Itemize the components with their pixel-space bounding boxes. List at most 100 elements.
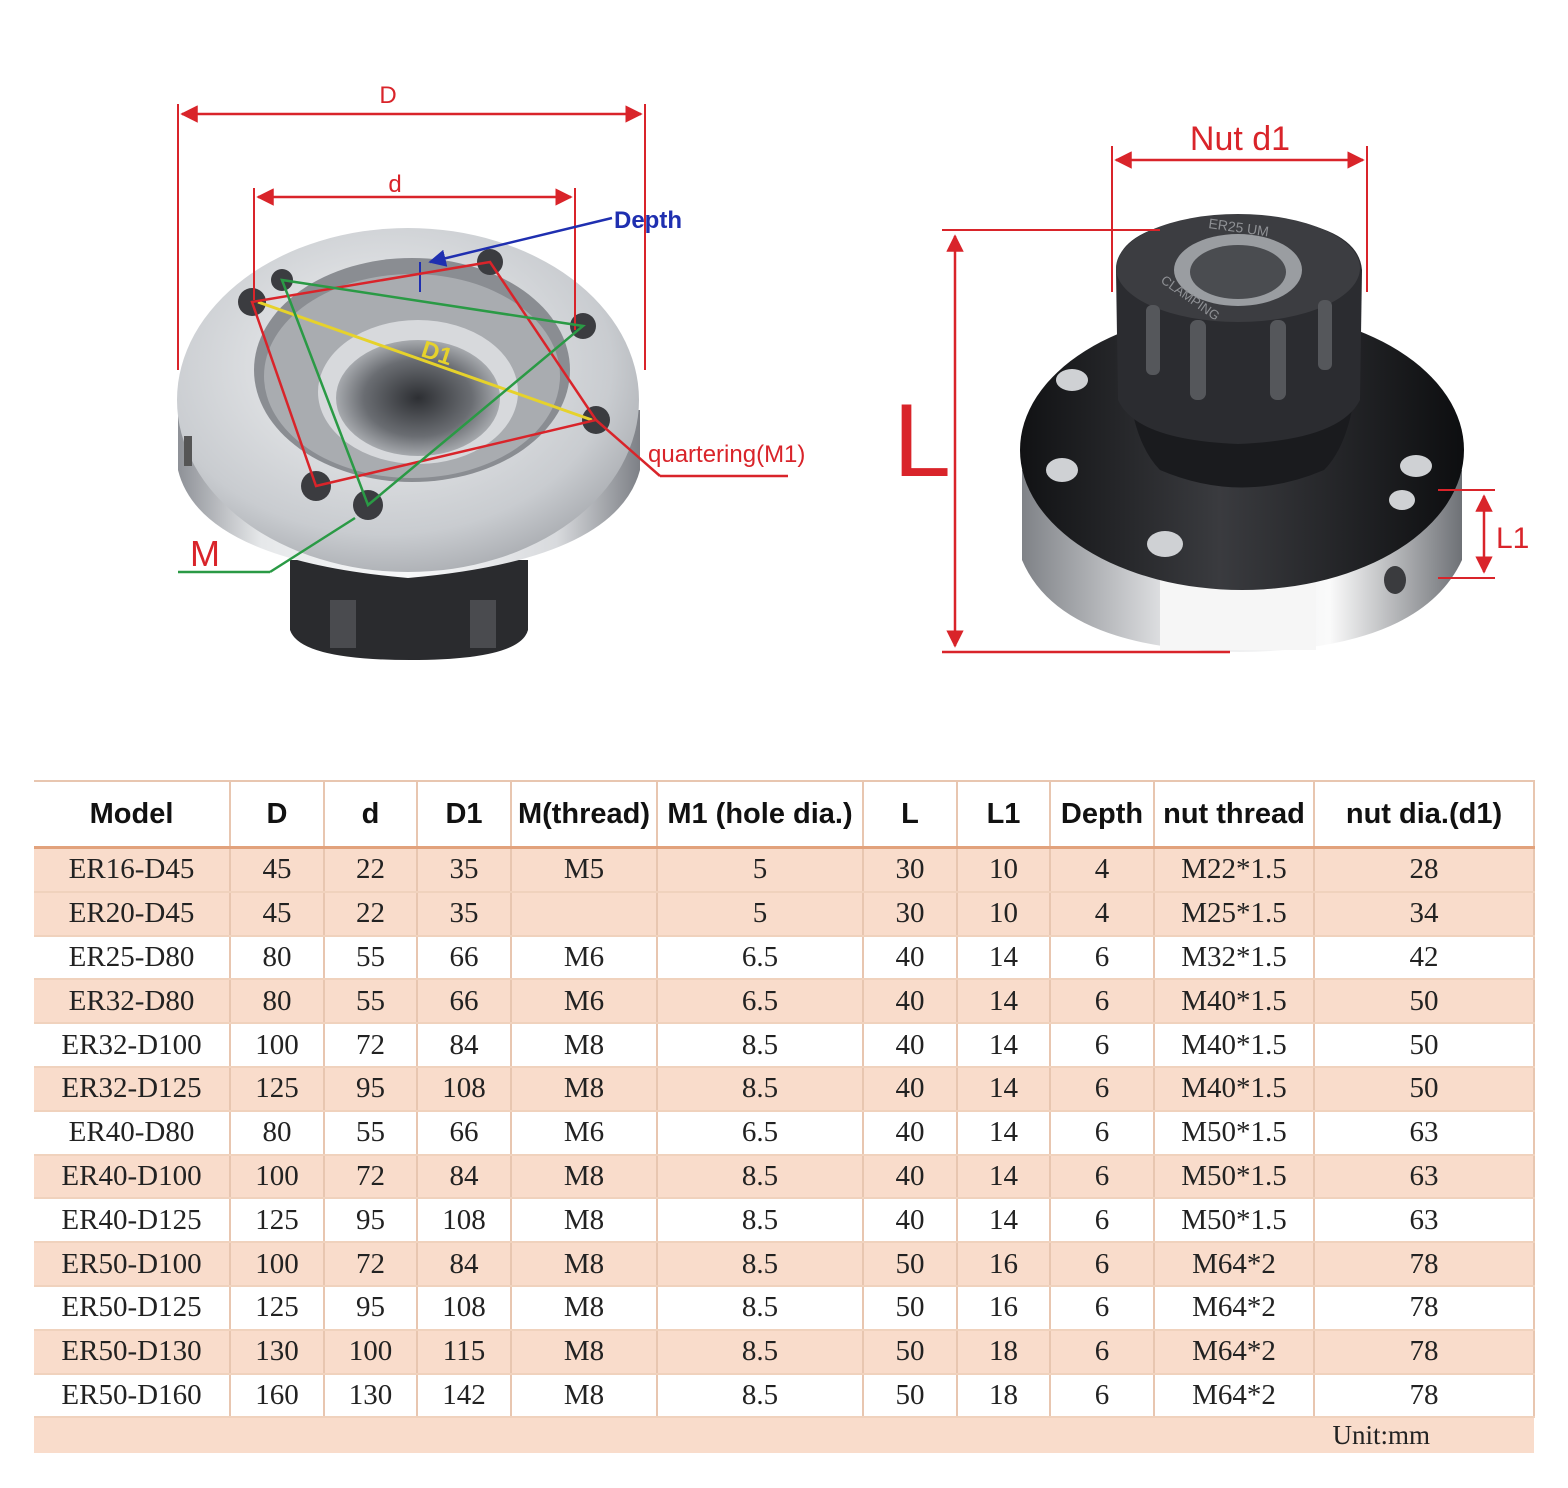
label-L: L <box>893 383 951 499</box>
table-cell: 80 <box>230 979 325 1025</box>
table-cell: 80 <box>230 1110 325 1156</box>
unit-row: Unit:mm <box>34 1418 1534 1453</box>
table-cell: 6 <box>1050 979 1155 1025</box>
left-chuck-photo <box>177 228 640 660</box>
table-cell: 50 <box>863 1329 958 1375</box>
dimension-D: D <box>177 82 646 370</box>
dimension-L1: L1 <box>1438 489 1529 579</box>
column-header: nut dia.(d1) <box>1314 780 1535 849</box>
table-cell: 130 <box>324 1373 418 1419</box>
dimension-depth: Depth <box>419 207 682 292</box>
model-cell: ER25-D80 <box>34 935 231 981</box>
table-cell: 63 <box>1314 1198 1535 1244</box>
table-cell: 8.5 <box>657 1066 864 1112</box>
table-cell: 6 <box>1050 1242 1155 1287</box>
table-cell: M22*1.5 <box>1154 847 1315 893</box>
table-cell: 115 <box>417 1329 512 1375</box>
product-figure: D d Depth D1 quartering(M1) <box>177 82 1529 660</box>
table-cell: 78 <box>1314 1242 1535 1287</box>
column-header: D1 <box>417 780 512 849</box>
table-cell: 50 <box>863 1242 958 1287</box>
table-cell: 50 <box>863 1285 958 1331</box>
table-cell: 6 <box>1050 1285 1155 1331</box>
table-cell: 30 <box>863 891 958 937</box>
table-cell: 8.5 <box>657 1242 864 1287</box>
table-cell: M8 <box>511 1154 658 1200</box>
table-cell: 40 <box>863 979 958 1025</box>
table-cell: M8 <box>511 1373 658 1419</box>
label-d: d <box>388 171 401 198</box>
table-cell: M5 <box>511 847 658 893</box>
model-cell: ER32-D80 <box>34 979 231 1025</box>
table-cell: 6 <box>1050 1154 1155 1200</box>
label-D: D <box>379 82 396 109</box>
table-cell: 84 <box>417 1242 512 1287</box>
table-cell: M32*1.5 <box>1154 935 1315 981</box>
table-cell: 8.5 <box>657 1329 864 1375</box>
table-cell: 100 <box>230 1154 325 1200</box>
table-cell: 8.5 <box>657 1198 864 1244</box>
column-header: L1 <box>957 780 1051 849</box>
table-cell: 72 <box>324 1242 418 1287</box>
table-cell: 50 <box>1314 979 1535 1025</box>
table-cell: M40*1.5 <box>1154 979 1315 1025</box>
model-cell: ER20-D45 <box>34 891 231 937</box>
table-cell: M6 <box>511 979 658 1025</box>
table-cell: 14 <box>957 979 1051 1025</box>
table-cell: 22 <box>324 891 418 937</box>
table-cell: 84 <box>417 1154 512 1200</box>
table-cell: 108 <box>417 1285 512 1331</box>
table-cell: 100 <box>230 1242 325 1287</box>
table-cell: 30 <box>863 847 958 893</box>
unit-note: Unit:mm <box>1332 1420 1430 1450</box>
table-cell: M64*2 <box>1154 1285 1315 1331</box>
table-cell: 6.5 <box>657 1110 864 1156</box>
table-cell: 100 <box>324 1329 418 1375</box>
table-cell: 72 <box>324 1023 418 1068</box>
model-cell: ER32-D100 <box>34 1023 231 1068</box>
dimension-nut-d1: Nut d1 <box>1111 120 1368 292</box>
table-cell <box>511 891 658 937</box>
table-cell: 4 <box>1050 847 1155 893</box>
table-cell: M8 <box>511 1329 658 1375</box>
table-cell: 6.5 <box>657 979 864 1025</box>
table-cell: 80 <box>230 935 325 981</box>
table-cell: 14 <box>957 1066 1051 1112</box>
model-cell: ER40-D80 <box>34 1110 231 1156</box>
table-cell: 66 <box>417 979 512 1025</box>
model-cell: ER50-D160 <box>34 1373 231 1419</box>
table-cell: 6 <box>1050 1373 1155 1419</box>
model-cell: ER40-D100 <box>34 1154 231 1200</box>
table-cell: 6 <box>1050 1023 1155 1068</box>
table-cell: 10 <box>957 891 1051 937</box>
column-header: Depth <box>1050 780 1155 849</box>
table-cell: 125 <box>230 1066 325 1112</box>
table-cell: 14 <box>957 1110 1051 1156</box>
table-cell: M8 <box>511 1285 658 1331</box>
table-cell: 100 <box>230 1023 325 1068</box>
table-cell: 8.5 <box>657 1154 864 1200</box>
table-cell: 14 <box>957 935 1051 981</box>
table-cell: 18 <box>957 1329 1051 1375</box>
table-cell: 50 <box>863 1373 958 1419</box>
model-cell: ER50-D130 <box>34 1329 231 1375</box>
table-cell: M50*1.5 <box>1154 1110 1315 1156</box>
table-cell: 22 <box>324 847 418 893</box>
table-cell: M8 <box>511 1242 658 1287</box>
column-header: M(thread) <box>511 780 658 849</box>
table-cell: 95 <box>324 1198 418 1244</box>
table-cell: 130 <box>230 1329 325 1375</box>
table-cell: 55 <box>324 1110 418 1156</box>
table-cell: 95 <box>324 1066 418 1112</box>
table-cell: 78 <box>1314 1285 1535 1331</box>
